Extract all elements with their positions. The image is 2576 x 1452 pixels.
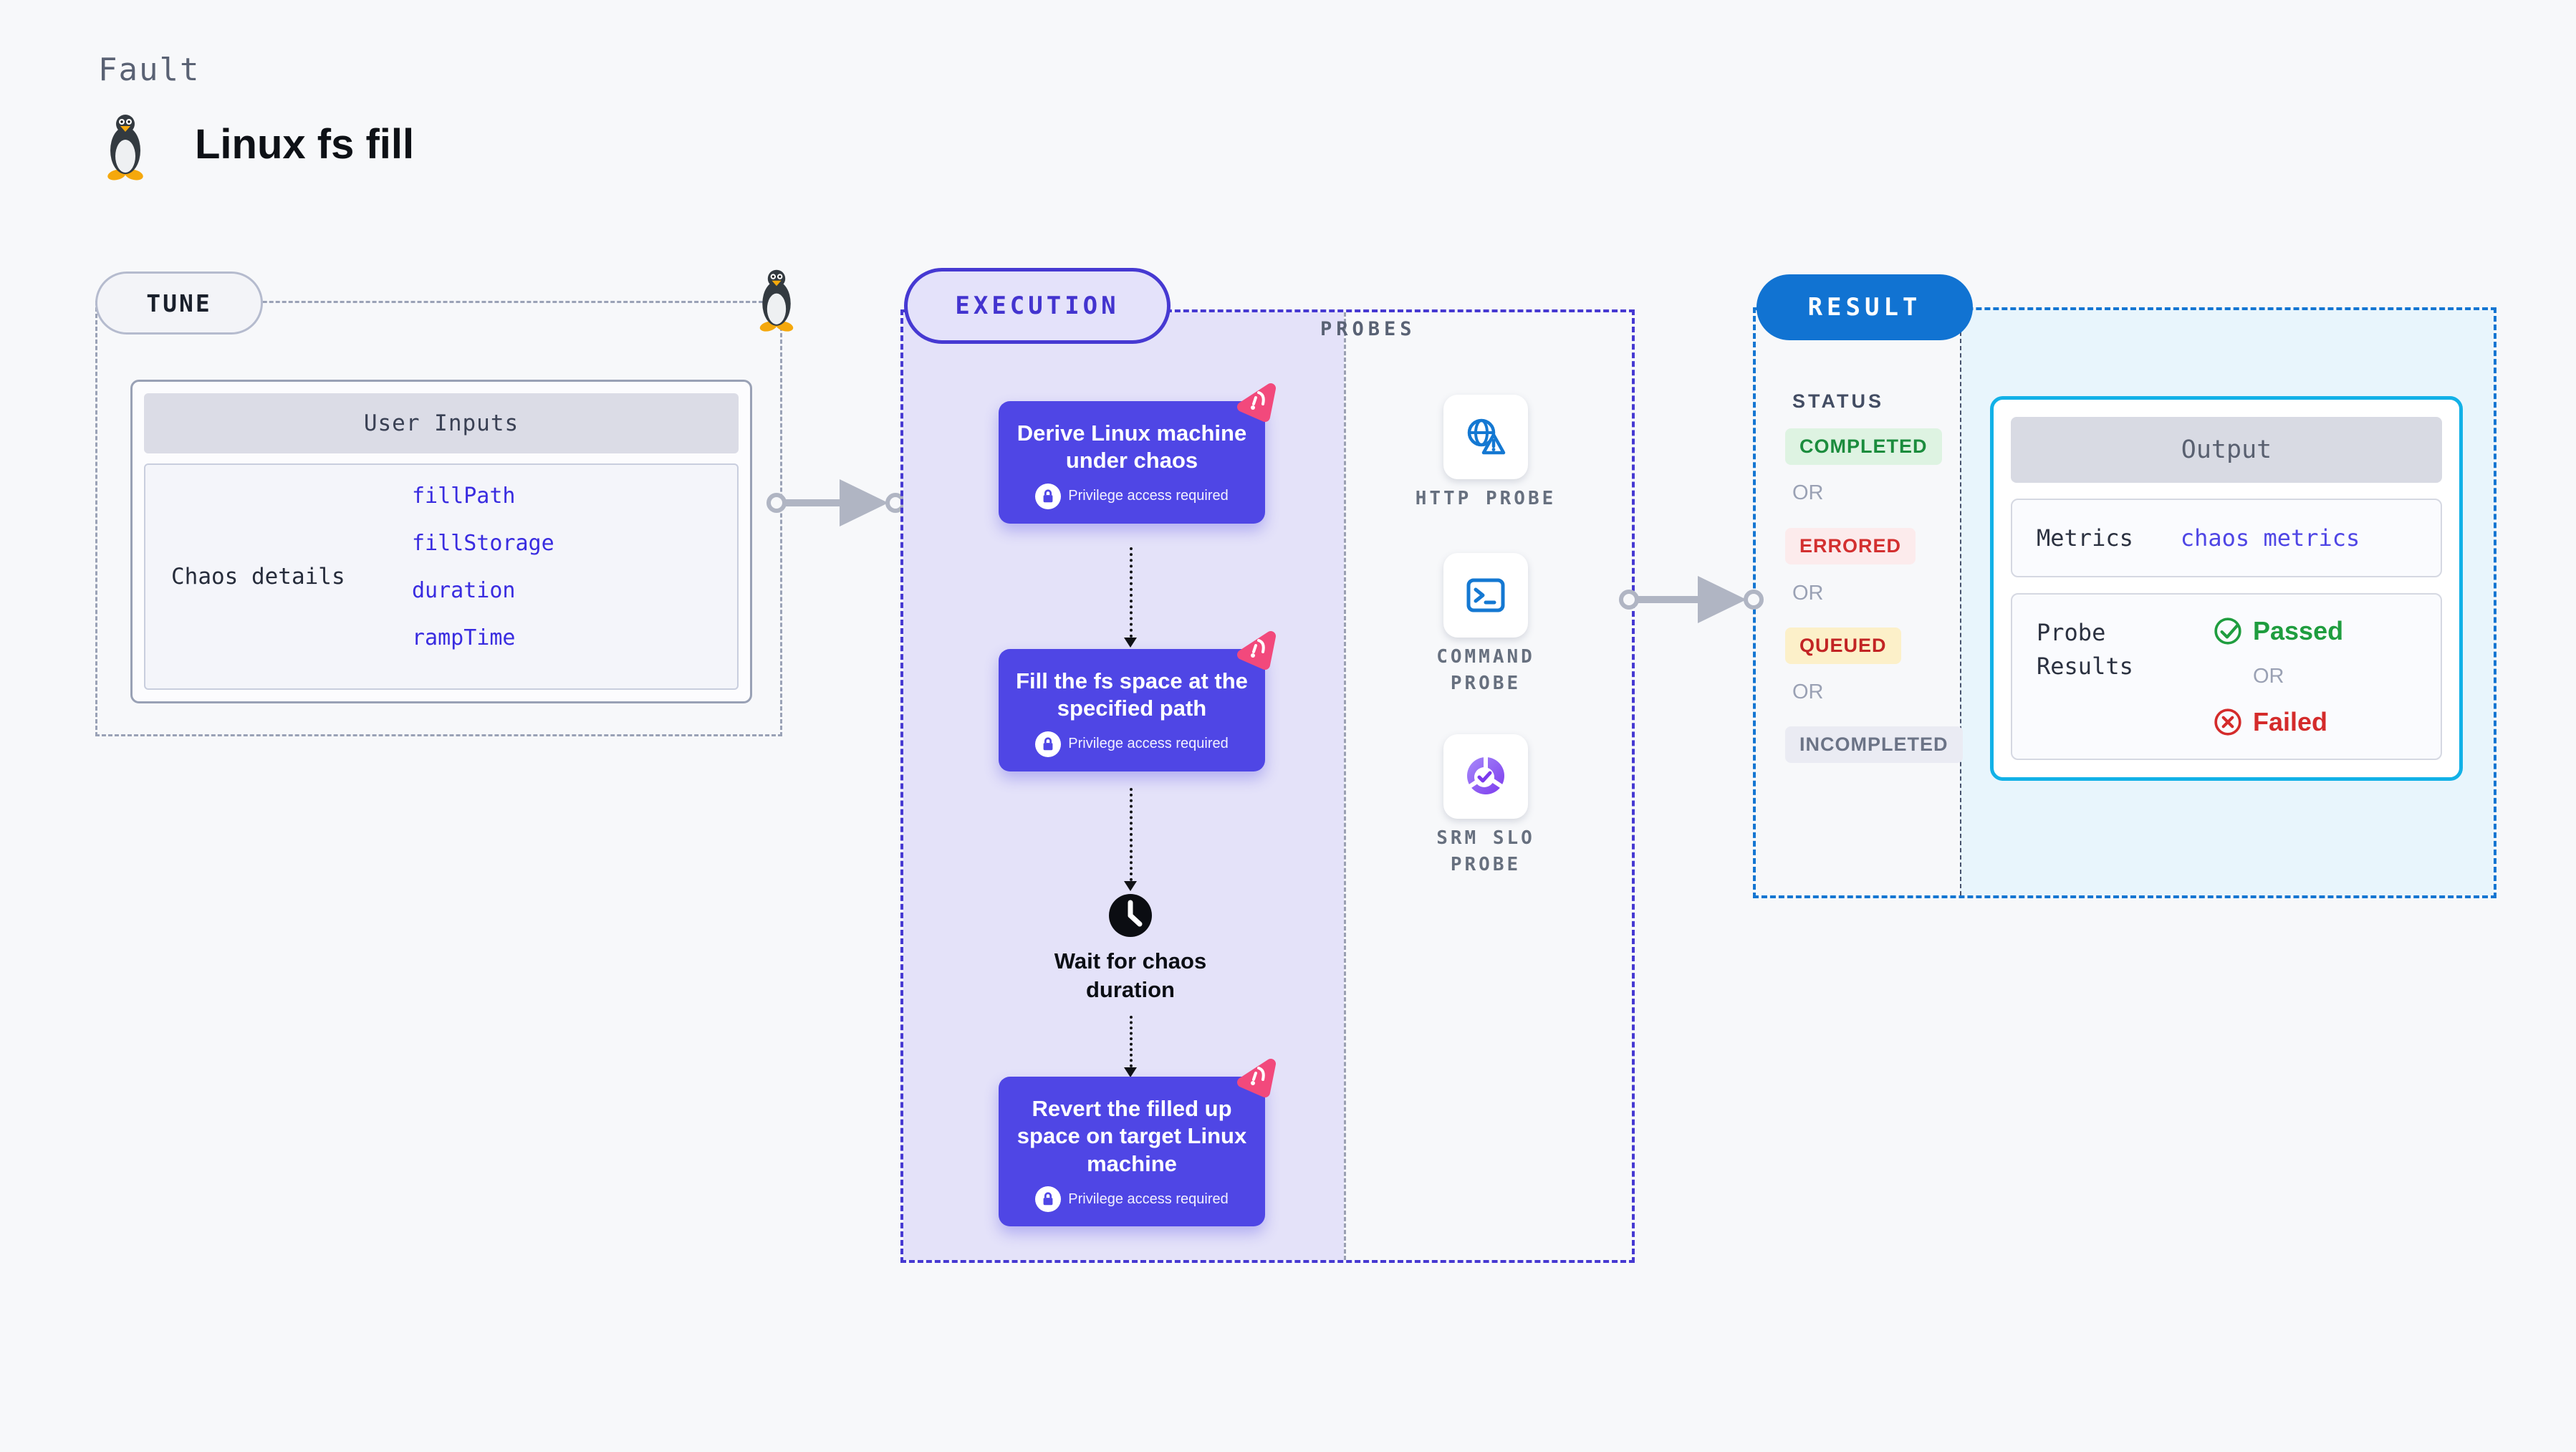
user-inputs-body: Chaos details fillPath fillStorage durat… <box>144 463 739 690</box>
arrow-tune-to-execution-icon <box>766 479 905 527</box>
metrics-label: Metrics <box>2037 524 2133 552</box>
arrow-execution-to-result-icon <box>1619 576 1764 623</box>
chaos-icon <box>1237 1059 1276 1097</box>
command-probe-label: COMMAND PROBE <box>1436 646 1535 694</box>
status-badge-errored: ERRORED <box>1785 528 1916 564</box>
input-fillpath: fillPath <box>412 484 516 509</box>
http-probe-card <box>1443 395 1528 479</box>
arrow-down-icon <box>1124 638 1137 648</box>
step-card-fill-fs: Fill the fs space at the specified path … <box>999 631 1276 771</box>
status-or-separator: OR <box>1792 582 1824 605</box>
passed-check-icon <box>2214 617 2241 645</box>
http-probe-icon <box>1467 418 1506 455</box>
tune-penguin-icon <box>759 269 794 332</box>
srm-slo-probe-card <box>1443 734 1528 819</box>
chaos-icon <box>1237 383 1276 422</box>
input-duration: duration <box>412 578 516 603</box>
input-ramptime: rampTime <box>412 625 516 650</box>
flow-connector <box>1130 547 1133 638</box>
metrics-value: chaos metrics <box>2180 524 2360 552</box>
status-badge-queued: QUEUED <box>1785 628 1901 664</box>
result-badge: RESULT <box>1756 274 1973 340</box>
command-probe-card <box>1443 553 1528 638</box>
status-badge-incompleted: INCOMPLETED <box>1785 726 1963 763</box>
probe-results-row: Probe Results Passed OR Failed <box>2011 593 2442 761</box>
probes-panel <box>1344 312 1632 1260</box>
wait-step-label: Wait for chaos duration <box>1054 948 1207 1003</box>
flow-connector <box>1130 1016 1133 1067</box>
step-card-derive-machine: Derive Linux machine under chaos Privile… <box>999 383 1276 524</box>
probes-label: PROBES <box>1320 318 1416 340</box>
output-or-separator: OR <box>2253 665 2284 688</box>
privilege-note: Privilege access required <box>1068 736 1229 752</box>
output-header: Output <box>2011 417 2442 483</box>
srm-slo-probe-icon <box>1467 756 1504 794</box>
lock-icon <box>1035 1186 1062 1213</box>
arrow-down-icon <box>1124 881 1137 891</box>
lock-icon <box>1035 731 1062 757</box>
chaos-details-values: fillPath fillStorage duration rampTime <box>382 465 737 688</box>
step-title: Fill the fs space at the specified path <box>1016 668 1248 721</box>
privilege-note: Privilege access required <box>1068 488 1229 504</box>
fault-eyebrow: Fault <box>98 52 201 88</box>
status-or-separator: OR <box>1792 481 1824 504</box>
flow-connector <box>1130 788 1133 881</box>
metrics-row: Metrics chaos metrics <box>2011 499 2442 578</box>
probe-results-values: Passed OR Failed <box>2213 616 2343 737</box>
status-badge-completed: COMPLETED <box>1785 428 1942 465</box>
output-card: Output Metrics chaos metrics Probe Resul… <box>1990 396 2463 782</box>
chaos-details-label: Chaos details <box>171 564 345 590</box>
http-probe-label: HTTP PROBE <box>1415 488 1557 509</box>
lock-icon <box>1035 483 1062 509</box>
step-title: Derive Linux machine under chaos <box>1017 420 1247 473</box>
failed-x-icon <box>2214 708 2241 736</box>
step-title: Revert the filled up space on target Lin… <box>1017 1096 1247 1176</box>
tune-section-box <box>95 301 782 736</box>
linux-penguin-icon <box>107 115 143 181</box>
status-or-separator: OR <box>1792 681 1824 703</box>
clock-icon <box>1109 894 1152 937</box>
execution-badge: EXECUTION <box>904 268 1171 344</box>
input-fillstorage: fillStorage <box>412 531 554 556</box>
user-inputs-header: User Inputs <box>144 393 739 453</box>
status-title: STATUS <box>1792 390 1884 412</box>
chaos-icon <box>1237 631 1276 670</box>
step-card-revert-space: Revert the filled up space on target Lin… <box>999 1059 1276 1227</box>
command-probe-icon <box>1466 578 1505 612</box>
probe-results-label: Probe Results <box>2037 619 2133 680</box>
user-inputs-table: User Inputs Chaos details fillPath fillS… <box>130 380 752 703</box>
failed-label: Failed <box>2253 707 2328 737</box>
srm-slo-probe-label: SRM SLO PROBE <box>1436 827 1535 875</box>
tune-badge: TUNE <box>95 271 263 335</box>
page-title: Linux fs fill <box>195 121 415 168</box>
privilege-note: Privilege access required <box>1068 1191 1229 1207</box>
arrow-down-icon <box>1124 1067 1137 1077</box>
passed-label: Passed <box>2253 616 2344 646</box>
